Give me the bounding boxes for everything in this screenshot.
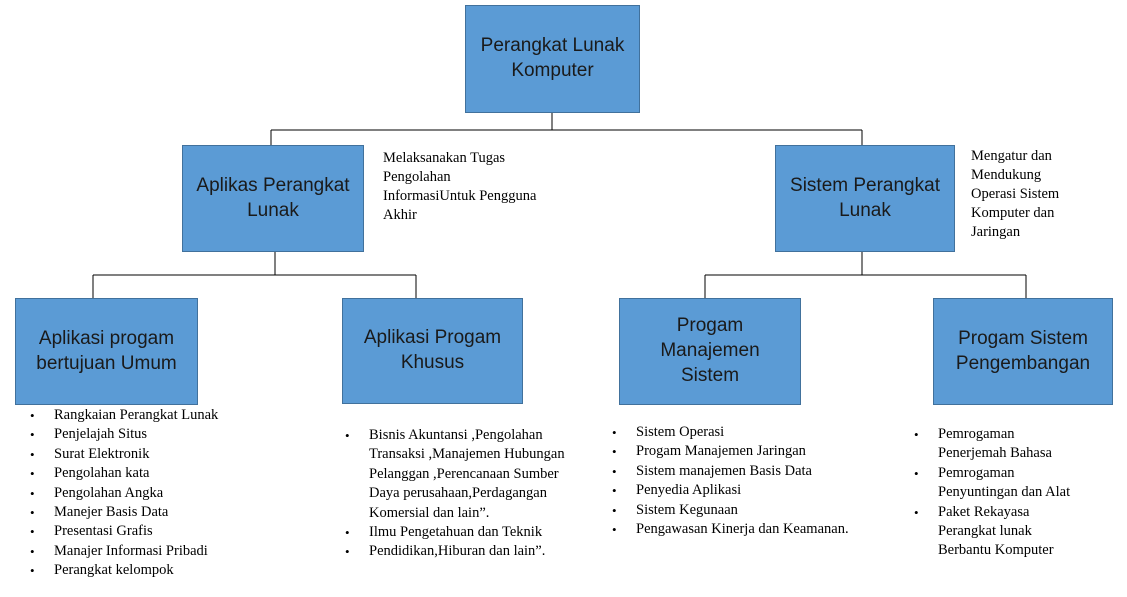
branch-note-system-software: Mengatur dan Mendukung Operasi Sistem Ko…: [971, 148, 1060, 240]
list-item: Penjelajah Situs: [30, 425, 290, 445]
branch-note-application-software: Melaksanakan Tugas Pengolahan InformasiU…: [383, 150, 537, 223]
list-item: Penyedia Aplikasi: [612, 481, 872, 501]
list-item: Manajer Informasi Pribadi: [30, 542, 290, 562]
list-item: Sistem manajemen Basis Data: [612, 462, 872, 482]
list-item: Pengolahan Angka: [30, 484, 290, 504]
leaf-list-general-purpose: Rangkaian Perangkat Lunak Penjelajah Sit…: [30, 406, 290, 581]
leaf-list-system-development: Pemrogaman Penerjemah Bahasa Pemrogaman …: [914, 425, 1084, 561]
leaf-list-system-management: Sistem Operasi Progam Manajemen Jaringan…: [612, 423, 872, 540]
leaf-node-system-management: Progam Manajemen Sistem: [619, 298, 801, 405]
list-item: Pengolahan kata: [30, 464, 290, 484]
root-node-label: Perangkat Lunak Komputer: [480, 35, 625, 81]
leaf-node-label: Aplikasi Progam Khusus: [363, 327, 502, 373]
list-item: Sistem Operasi: [612, 423, 872, 443]
list-item: Bisnis Akuntansi ,Pengolahan Transaksi ,…: [345, 426, 590, 523]
list-item: Paket Rekayasa Perangkat lunak Berbantu …: [914, 503, 1084, 561]
leaf-node-system-development: Progam Sistem Pengembangan: [933, 298, 1113, 405]
leaf-node-special-purpose: Aplikasi Progam Khusus: [342, 298, 523, 404]
list-item: Rangkaian Perangkat Lunak: [30, 406, 290, 426]
branch-node-system-software: Sistem Perangkat Lunak: [775, 145, 955, 252]
list-item: Progam Manajemen Jaringan: [612, 442, 872, 462]
list-item: Pemrogaman Penyuntingan dan Alat: [914, 464, 1084, 503]
list-item: Pengawasan Kinerja dan Keamanan.: [612, 520, 872, 540]
leaf-node-label: Progam Sistem Pengembangan: [955, 327, 1091, 374]
root-node: Perangkat Lunak Komputer: [465, 5, 640, 113]
list-item: Sistem Kegunaan: [612, 501, 872, 521]
leaf-list-special-purpose: Bisnis Akuntansi ,Pengolahan Transaksi ,…: [345, 426, 590, 562]
list-item: Pendidikan,Hiburan dan lain”.: [345, 542, 590, 562]
leaf-node-label: Aplikasi progam bertujuan Umum: [36, 327, 177, 374]
list-item: Perangkat kelompok: [30, 561, 290, 581]
branch-node-label: Aplikas Perangkat Lunak: [196, 174, 350, 221]
list-item: Manejer Basis Data: [30, 503, 290, 523]
branch-node-application-software: Aplikas Perangkat Lunak: [182, 145, 364, 252]
list-item: Ilmu Pengetahuan dan Teknik: [345, 523, 590, 543]
list-item: Surat Elektronik: [30, 445, 290, 465]
branch-node-label: Sistem Perangkat Lunak: [790, 174, 940, 221]
list-item: Presentasi Grafis: [30, 522, 290, 542]
leaf-node-general-purpose: Aplikasi progam bertujuan Umum: [15, 298, 198, 405]
list-item: Pemrogaman Penerjemah Bahasa: [914, 425, 1084, 464]
leaf-node-label: Progam Manajemen Sistem: [660, 315, 760, 386]
